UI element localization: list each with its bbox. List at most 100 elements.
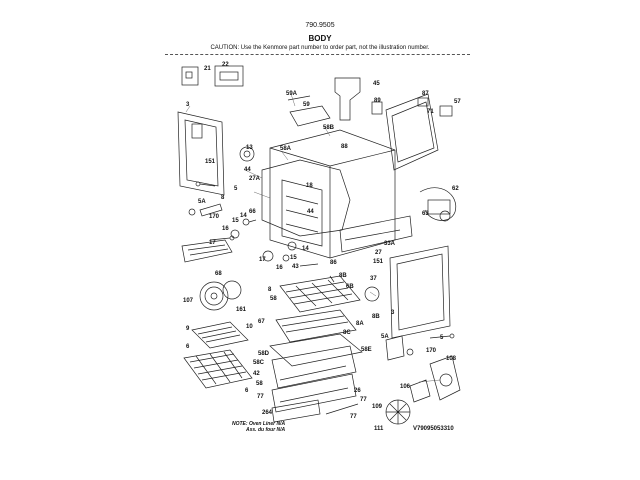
label-13: 13 bbox=[246, 145, 253, 151]
label-14-top: 14 bbox=[240, 213, 247, 219]
label-58c: 58C bbox=[253, 360, 265, 366]
part-77-drawer-rail bbox=[271, 399, 359, 423]
label-15-top: 15 bbox=[232, 218, 239, 224]
page-number: 790.9505 bbox=[305, 22, 335, 29]
part-43-knob bbox=[364, 286, 380, 302]
part-5-screw bbox=[195, 181, 216, 187]
label-66: 66 bbox=[249, 209, 256, 215]
page-title: BODY bbox=[308, 34, 332, 43]
label-170-right: 170 bbox=[426, 348, 437, 354]
label-18: 18 bbox=[306, 183, 313, 189]
label-77-bottom: 77 bbox=[350, 414, 357, 420]
part-59-vent bbox=[287, 95, 331, 127]
header-divider bbox=[165, 54, 470, 55]
label-63: 63 bbox=[422, 211, 429, 217]
part-107-convection-fan bbox=[199, 281, 229, 311]
part-5a-bracket-right bbox=[385, 335, 414, 361]
label-6b: 6B bbox=[346, 284, 354, 290]
label-8-mid: 8 bbox=[268, 287, 272, 293]
label-57: 57 bbox=[454, 99, 461, 105]
part-109-fan-blade bbox=[385, 399, 411, 425]
label-111: 111 bbox=[374, 426, 384, 432]
notes: NOTE: Oven Liner N/A Ass. du four N/A bbox=[232, 421, 286, 433]
label-10: 10 bbox=[246, 324, 253, 330]
label-44-top: 44 bbox=[244, 167, 251, 173]
label-8c: 8C bbox=[343, 330, 351, 336]
part-8-broil-element bbox=[279, 275, 361, 313]
part-21-bracket bbox=[181, 66, 199, 86]
part-71-rear-panel bbox=[371, 93, 453, 171]
part-43-fastener bbox=[299, 263, 319, 267]
part-45-duct bbox=[334, 77, 361, 121]
part-5-screw-right bbox=[429, 333, 455, 339]
label-264: 264 bbox=[262, 410, 273, 416]
label-8a: 8A bbox=[356, 321, 364, 327]
label-5a-top: 5A bbox=[198, 199, 206, 205]
label-107: 107 bbox=[183, 298, 194, 304]
label-58d: 58D bbox=[258, 351, 270, 357]
part-16-bulb-bottom bbox=[262, 250, 274, 262]
part-108-fan-motor bbox=[429, 355, 461, 401]
label-108: 108 bbox=[446, 356, 457, 362]
label-58-bottom: 58 bbox=[256, 381, 263, 387]
label-170-top: 170 bbox=[209, 214, 220, 220]
part-3-side-panel-right bbox=[389, 245, 451, 339]
part-16-lens-top bbox=[230, 229, 240, 239]
label-151-top: 151 bbox=[205, 159, 216, 165]
label-6-top: 6 bbox=[186, 344, 190, 350]
part-161-ring bbox=[222, 280, 242, 300]
part-58-drawer-assy bbox=[269, 333, 363, 413]
part-63-switch bbox=[427, 199, 451, 222]
label-14-bottom: 14 bbox=[302, 246, 309, 252]
label-106: 106 bbox=[400, 384, 411, 390]
part-106-shroud bbox=[409, 379, 431, 403]
label-59a: 59A bbox=[286, 91, 298, 97]
part-170-bracket bbox=[188, 203, 223, 217]
label-3-top: 3 bbox=[186, 102, 190, 108]
label-6-bottom: 6 bbox=[245, 388, 249, 394]
label-8-top: 8 bbox=[221, 195, 225, 201]
label-77-top: 77 bbox=[360, 397, 367, 403]
label-8b: 8B bbox=[339, 273, 347, 279]
label-161: 161 bbox=[236, 307, 247, 313]
label-16-bottom: 16 bbox=[276, 265, 283, 271]
label-15-bottom: 15 bbox=[290, 255, 297, 261]
part-9-broil-pan bbox=[191, 321, 249, 349]
label-21: 21 bbox=[204, 66, 211, 72]
label-5a-right: 5A bbox=[381, 334, 389, 340]
label-9: 9 bbox=[186, 326, 190, 332]
image-code: V79095053310 bbox=[413, 426, 454, 432]
label-68: 68 bbox=[215, 271, 222, 277]
part-14-bulb-top bbox=[242, 218, 257, 226]
part-13-light-assy bbox=[239, 146, 255, 162]
label-44-mid: 44 bbox=[307, 209, 314, 215]
label-71: 71 bbox=[427, 109, 434, 115]
part-labels: 21 22 45 59A 59 3 89 87 71 57 58B 88 13 … bbox=[183, 62, 461, 432]
label-62: 62 bbox=[452, 186, 459, 192]
part-3-side-panel-left bbox=[177, 111, 225, 196]
label-17-bottom: 17 bbox=[259, 257, 266, 263]
part-17-socket-top bbox=[209, 235, 235, 241]
part-27-frame-rail bbox=[339, 215, 413, 253]
note-line-1: NOTE: Oven Liner N/A bbox=[232, 421, 285, 427]
label-58e: 58E bbox=[361, 347, 372, 353]
label-67: 67 bbox=[258, 319, 265, 325]
part-8b-screw bbox=[329, 275, 335, 283]
part-62-harness bbox=[419, 187, 457, 221]
label-87: 87 bbox=[422, 91, 429, 97]
label-27a: 27A bbox=[249, 176, 261, 182]
label-151-bottom: 151 bbox=[373, 259, 384, 265]
label-26: 26 bbox=[354, 388, 361, 394]
part-15-lens-bottom bbox=[282, 254, 290, 262]
label-27: 27 bbox=[375, 250, 382, 256]
label-33a: 33A bbox=[384, 241, 396, 247]
label-58a: 58A bbox=[280, 146, 292, 152]
label-77-left: 77 bbox=[257, 394, 264, 400]
label-86: 86 bbox=[330, 260, 337, 266]
part-68-bake-element bbox=[181, 239, 233, 263]
part-67-lower-rack bbox=[275, 309, 357, 343]
label-45: 45 bbox=[373, 81, 380, 87]
label-17-top: 17 bbox=[209, 240, 216, 246]
note-line-2: Ass. du four N/A bbox=[245, 427, 286, 433]
